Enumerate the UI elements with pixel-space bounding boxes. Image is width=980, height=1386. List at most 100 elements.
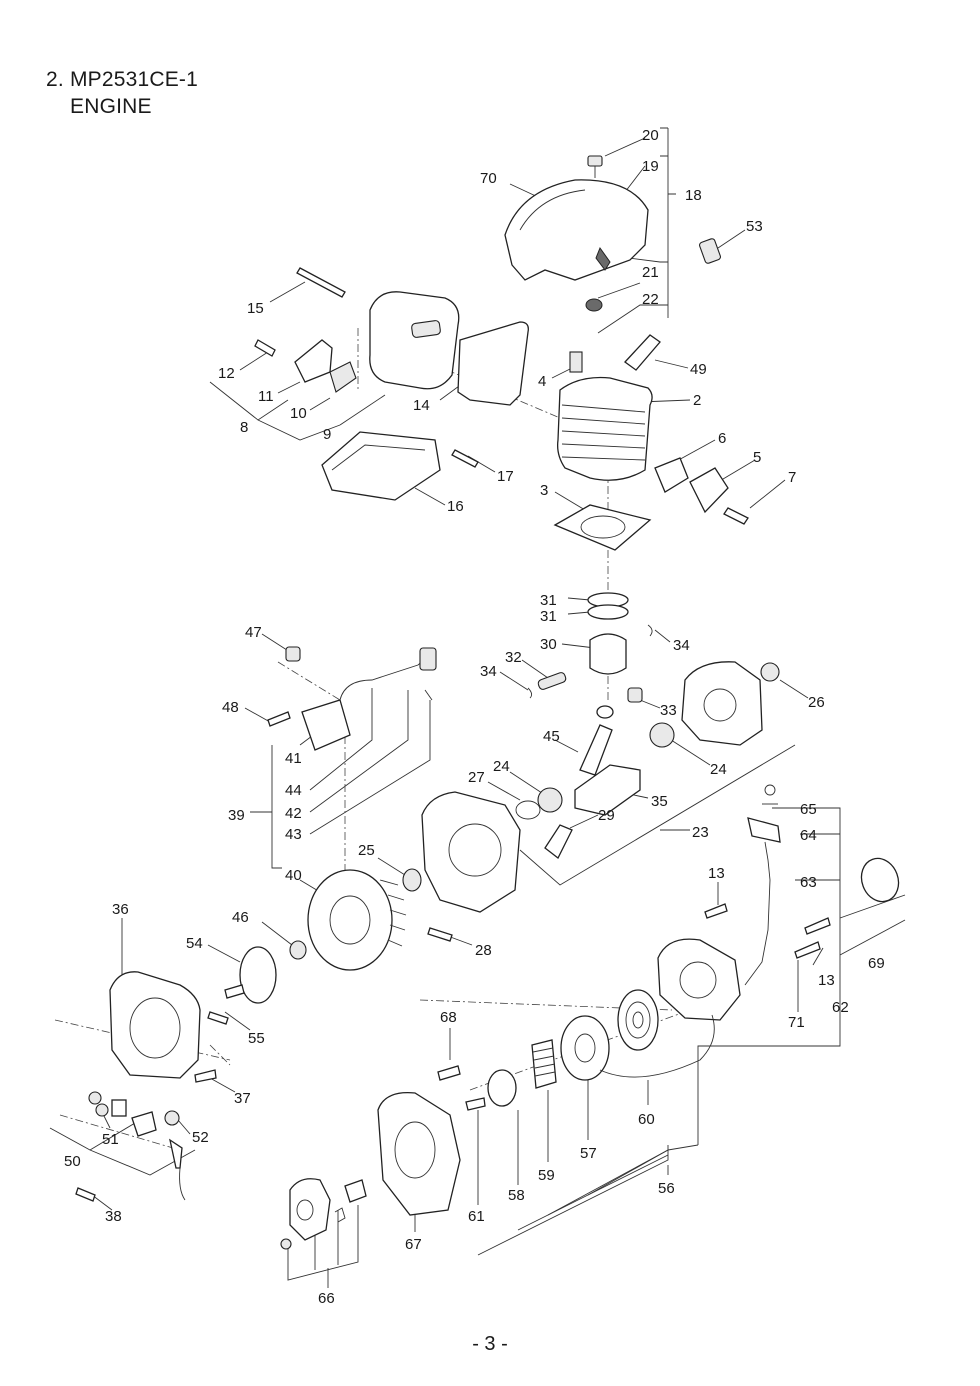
callout-53: 53 [746, 218, 763, 235]
callout-6: 6 [718, 430, 726, 447]
starter-case-part [657, 938, 741, 1021]
bolt-61-part [465, 1097, 486, 1111]
circlip-27-part [515, 800, 541, 820]
callout-40: 40 [285, 867, 302, 884]
callout-32: 32 [505, 649, 522, 666]
callout-33: 33 [660, 702, 677, 719]
recoil-spring-part [617, 989, 659, 1051]
diagram-title-model: 2. MP2531CE-1 [46, 68, 199, 91]
callout-21: 21 [642, 264, 659, 281]
callout-5: 5 [753, 449, 761, 466]
bearing-left-part [537, 787, 563, 813]
callout-41: 41 [285, 750, 302, 767]
callout-57: 57 [580, 1145, 597, 1162]
callout-2: 2 [693, 392, 701, 409]
callout-45: 45 [543, 728, 560, 745]
callout-42: 42 [285, 805, 302, 822]
bolt-38-part [75, 1187, 96, 1202]
stop-switch-part [169, 1138, 183, 1169]
callout-34-left: 34 [480, 663, 497, 680]
circlip-left-part [527, 687, 533, 699]
spring-59-part [531, 1039, 557, 1089]
reed-29-part [544, 824, 573, 859]
bolt-37-part [194, 1069, 217, 1083]
callout-9: 9 [323, 426, 331, 443]
insulator-part [689, 467, 729, 514]
callout-47: 47 [245, 624, 262, 641]
callout-38: 38 [105, 1208, 122, 1225]
callout-28: 28 [475, 942, 492, 959]
callout-61: 61 [468, 1208, 485, 1225]
bolt-17-part [451, 449, 479, 468]
rope-reel-part [560, 1015, 610, 1081]
callout-22: 22 [642, 291, 659, 308]
callout-12: 12 [218, 365, 235, 382]
callout-44: 44 [285, 782, 302, 799]
callout-36: 36 [112, 901, 129, 918]
cylinder-part [557, 376, 653, 481]
bolt-55-part [207, 1011, 229, 1025]
crankcase-main-part [421, 791, 521, 913]
callout-65: 65 [800, 801, 817, 818]
muffler-gasket-part [457, 321, 529, 406]
cylinder-cover-part [504, 179, 649, 281]
flywheel-part [307, 869, 393, 971]
callout-24-right: 24 [710, 761, 727, 778]
piston-pin-part [537, 672, 567, 690]
callout-30: 30 [540, 636, 557, 653]
callout-24-left: 24 [493, 758, 510, 775]
callout-50: 50 [64, 1153, 81, 1170]
grommet-part [585, 298, 603, 312]
knob-bolt-part [587, 155, 603, 167]
callout-37: 37 [234, 1090, 251, 1107]
callout-14: 14 [413, 397, 430, 414]
callout-31-upper: 31 [540, 592, 557, 609]
callout-29: 29 [598, 807, 615, 824]
callout-13-lower: 13 [818, 972, 835, 989]
callout-48: 48 [222, 699, 239, 716]
callout-58: 58 [508, 1187, 525, 1204]
callout-8: 8 [240, 419, 248, 436]
callout-64: 64 [800, 827, 817, 844]
callout-63: 63 [800, 874, 817, 891]
callout-13-upper: 13 [708, 865, 725, 882]
callout-54: 54 [186, 935, 203, 952]
bolt-13-upper-part [704, 903, 728, 919]
bolt-4-part [569, 351, 583, 373]
callout-67: 67 [405, 1236, 422, 1253]
bolt-68-part [437, 1065, 461, 1081]
callout-49: 49 [690, 361, 707, 378]
callout-25: 25 [358, 842, 375, 859]
leader-lines [49, 127, 906, 1288]
callout-51: 51 [102, 1131, 119, 1148]
callout-17: 17 [497, 468, 514, 485]
oil-seal-26-part [760, 662, 780, 682]
fan-cover-part [109, 971, 201, 1079]
piston-ring-lower-part [587, 604, 629, 620]
circlip-right-part [647, 624, 653, 637]
callout-27: 27 [468, 769, 485, 786]
ignition-coil-part [301, 699, 351, 751]
callout-60: 60 [638, 1111, 655, 1128]
callout-23: 23 [692, 824, 709, 841]
starter-handle-part [747, 817, 781, 843]
callout-19: 19 [642, 158, 659, 175]
callout-69: 69 [868, 955, 885, 972]
cylinder-gasket-part [553, 504, 652, 551]
callout-4: 4 [538, 373, 546, 390]
clutch-part [239, 946, 277, 1004]
callout-46: 46 [232, 909, 249, 926]
page-number: - 3 - [472, 1333, 508, 1355]
callout-55: 55 [248, 1030, 265, 1047]
spark-plug-part [624, 334, 661, 371]
piston-part [589, 633, 627, 675]
callout-59: 59 [538, 1167, 555, 1184]
crankshaft-part [574, 764, 641, 816]
screen-part [329, 361, 357, 393]
bolt-13-lower-part [804, 917, 831, 935]
oil-seal-25-part [402, 868, 422, 892]
callout-15: 15 [247, 300, 264, 317]
callout-66: 66 [318, 1290, 335, 1307]
starter-housing-part [377, 1091, 461, 1216]
